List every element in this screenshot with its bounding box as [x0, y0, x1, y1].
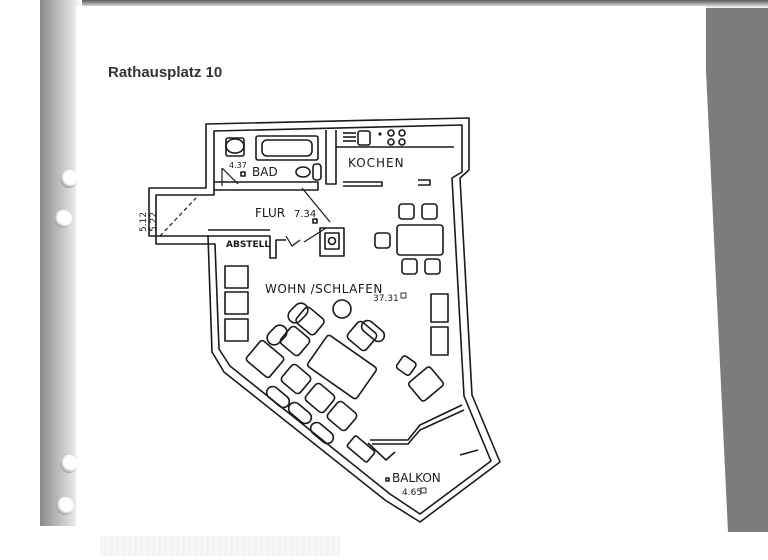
interior-walls — [207, 130, 465, 445]
bleed-through-text — [100, 536, 340, 556]
square-meter-icon — [420, 487, 427, 494]
punch-hole — [60, 455, 78, 473]
room-label-abstell: ABSTELL — [226, 240, 270, 250]
room-label-wohn-schlafen: WOHN /SCHLAFEN — [265, 282, 383, 296]
punch-hole — [60, 170, 78, 188]
bath-fixtures — [225, 135, 322, 181]
room-label-bad: BAD — [252, 165, 278, 179]
living-furniture — [245, 299, 445, 463]
punch-hole — [56, 497, 74, 515]
balcony-rail — [367, 442, 479, 482]
dimension-label: 5.22 — [149, 212, 159, 232]
scan-top-edge — [40, 0, 768, 8]
scan-left-shadow — [40, 0, 82, 526]
punch-hole — [54, 210, 72, 228]
dimension-label: 5.12 — [139, 212, 149, 232]
document-title: Rathausplatz 10 — [108, 64, 223, 81]
room-area-balkon: 4.65 — [402, 488, 422, 498]
room-label-flur: FLUR — [255, 206, 285, 220]
square-meter-icon — [400, 292, 407, 299]
flur-fixtures — [312, 218, 340, 250]
dining-set — [374, 203, 444, 275]
room-area-wohn-schlafen: 37.31 — [373, 294, 399, 304]
room-label-balkon: BALKON — [392, 471, 441, 485]
kitchen-fixtures — [343, 129, 406, 146]
room-area-bad: 4.37 — [229, 161, 247, 170]
wall-cabinets — [224, 265, 449, 356]
room-label-kochen: KOCHEN — [348, 156, 405, 170]
room-labels: BAD 4.37 KOCHEN FLUR 7.34 ABSTELL WOHN /… — [139, 156, 441, 498]
door-swings — [159, 167, 331, 247]
exterior-wall — [148, 117, 501, 523]
room-area-flur: 7.34 — [294, 209, 316, 220]
